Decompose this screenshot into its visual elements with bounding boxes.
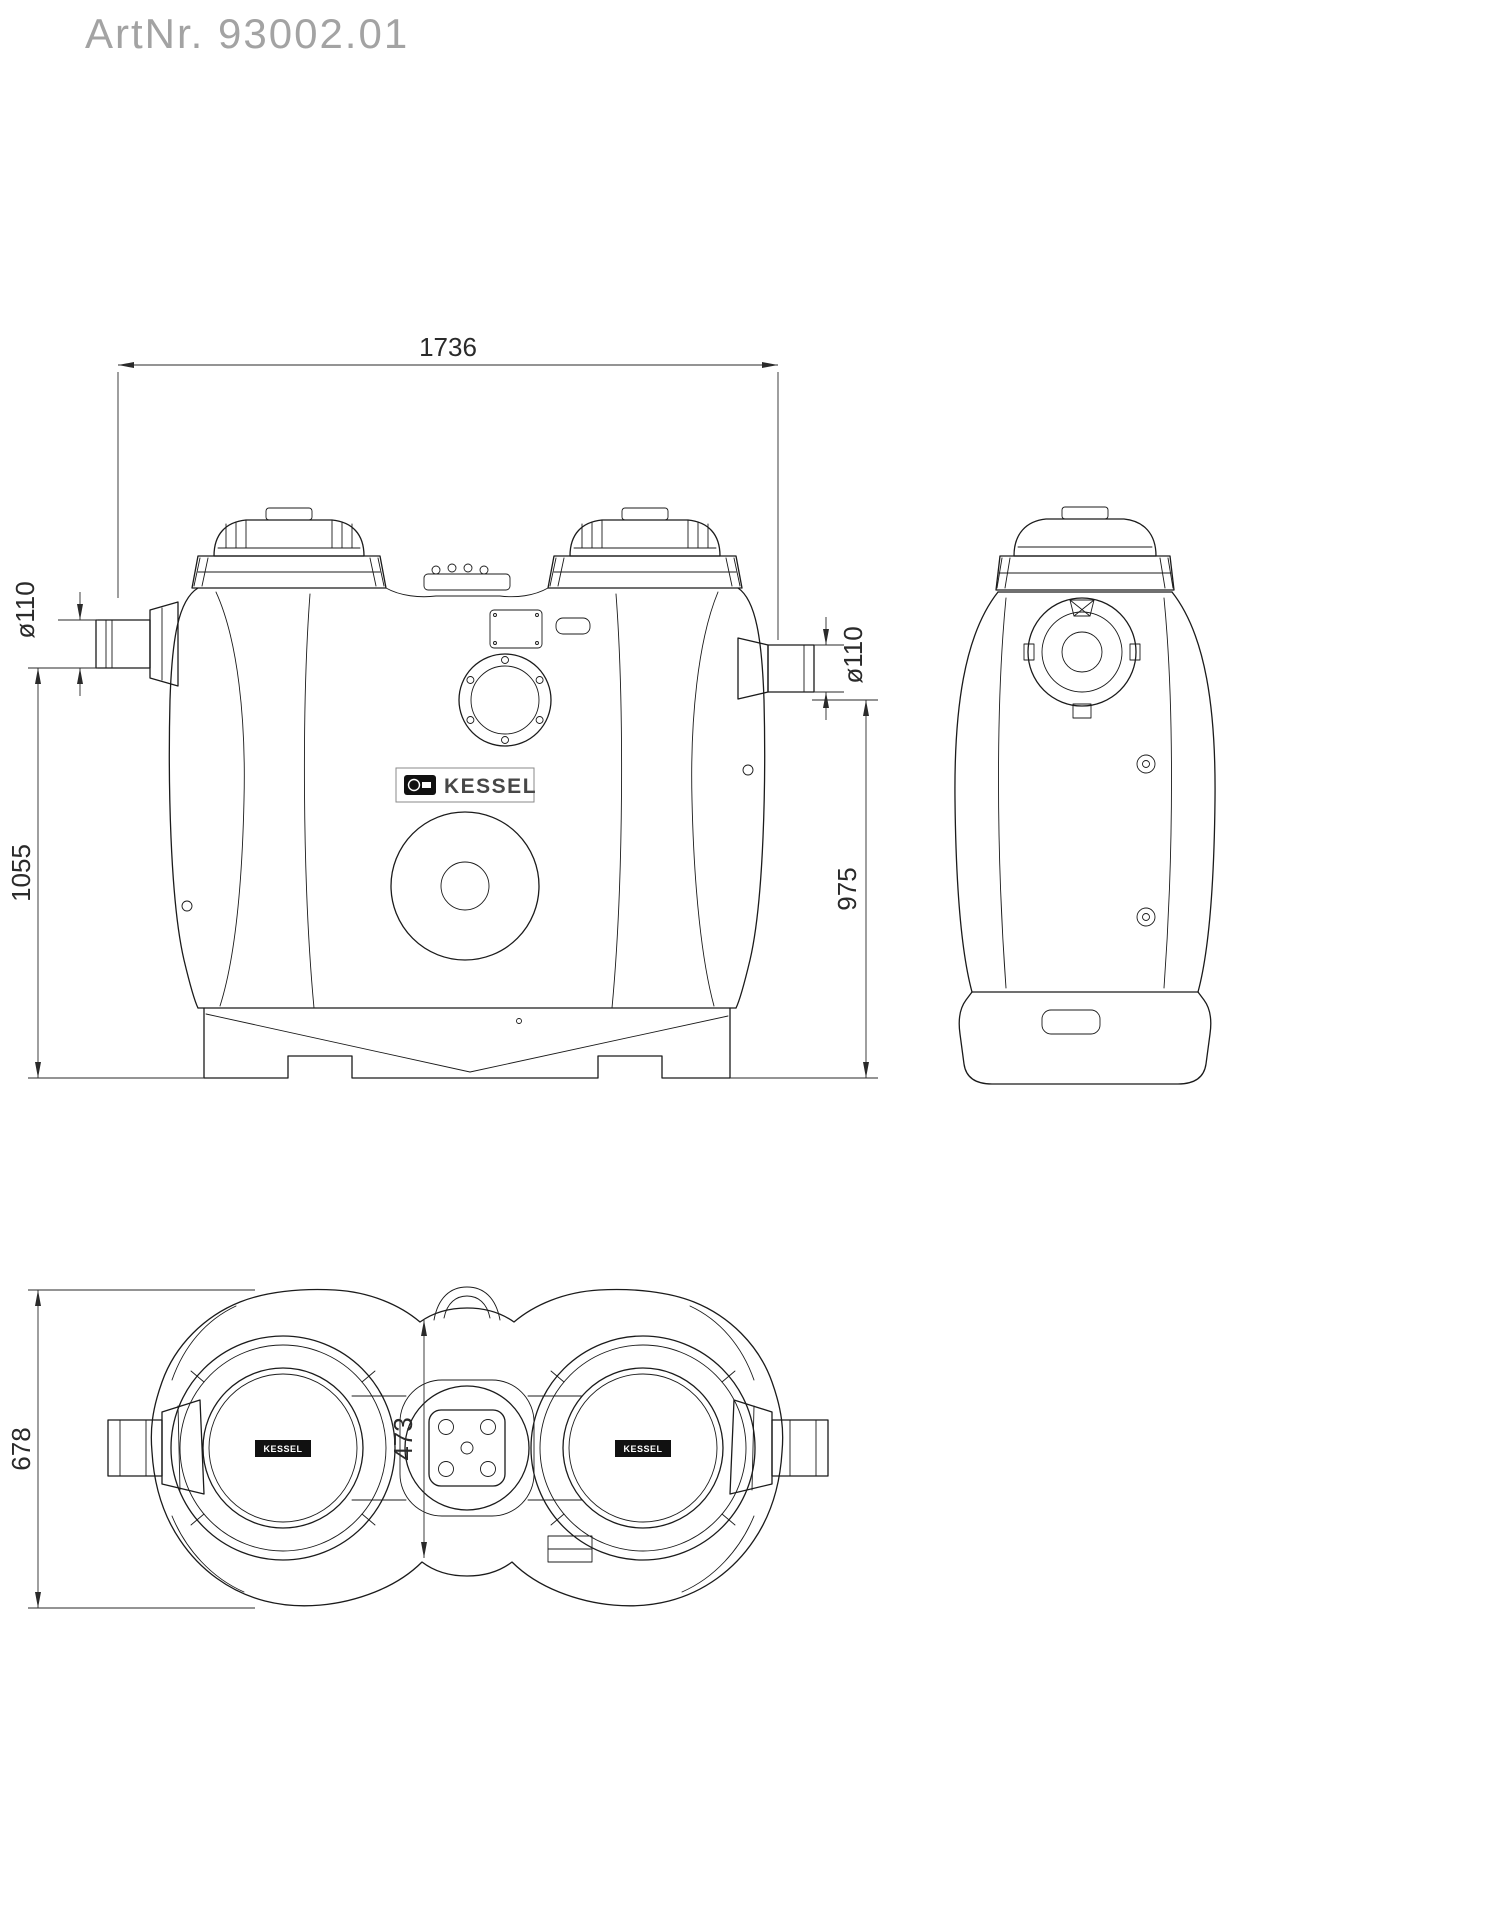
front-body-details [390,609,591,961]
front-right-lid [547,507,743,589]
front-vent-studs [385,563,549,598]
kessel-mini-badge-right [615,1440,671,1457]
side-flange [1023,597,1141,719]
top-center-flange [399,1379,535,1517]
kessel-logo: KESSEL [395,767,537,803]
top-right-lid: KESSEL [530,1335,756,1561]
dim-pipe-right: ø110 [814,617,868,720]
art-number-label: ArtNr. 93002.01 [85,10,409,57]
dim-depth: 678 [6,1289,255,1609]
dim-top-center: 473 [388,1320,427,1558]
dim-height-right: 975 [730,699,878,1079]
dim-front-width: 1736 [117,332,779,640]
front-outlet-pipe [737,637,815,700]
dim-inlet-right-label: ø110 [838,626,868,683]
dim-inlet-left-label: ø110 [10,581,40,638]
side-view [954,506,1216,1085]
side-screws [1136,754,1156,927]
front-tank-body [168,587,766,1024]
side-body [954,591,1216,1085]
dim-height-left-label: 1055 [6,844,36,902]
front-inlet-pipe [95,601,179,687]
kessel-mini-text-right: KESSEL [623,1444,662,1454]
dim-center-label: 473 [388,1417,418,1460]
dim-height-left: 1055 [6,667,204,1079]
top-left-lid: KESSEL [170,1335,396,1561]
front-left-lid [191,507,387,589]
dim-depth-label: 678 [6,1427,36,1470]
dim-height-right-label: 975 [832,867,862,910]
front-base [203,1007,731,1079]
dim-width-label: 1736 [419,332,477,362]
front-view: 1736 [6,332,878,1079]
top-left-pipe [107,1399,205,1495]
dim-pipe-left: ø110 [10,581,98,696]
top-inner-contours [171,1286,755,1593]
kessel-mini-badge-left [255,1440,311,1457]
top-right-pipe [729,1399,829,1495]
top-view: KESSEL KESSEL [6,1286,829,1609]
kessel-mini-text-left: KESSEL [263,1444,302,1454]
top-outline [150,1288,784,1607]
side-lid [995,506,1175,591]
kessel-logo-text: KESSEL [444,775,537,798]
